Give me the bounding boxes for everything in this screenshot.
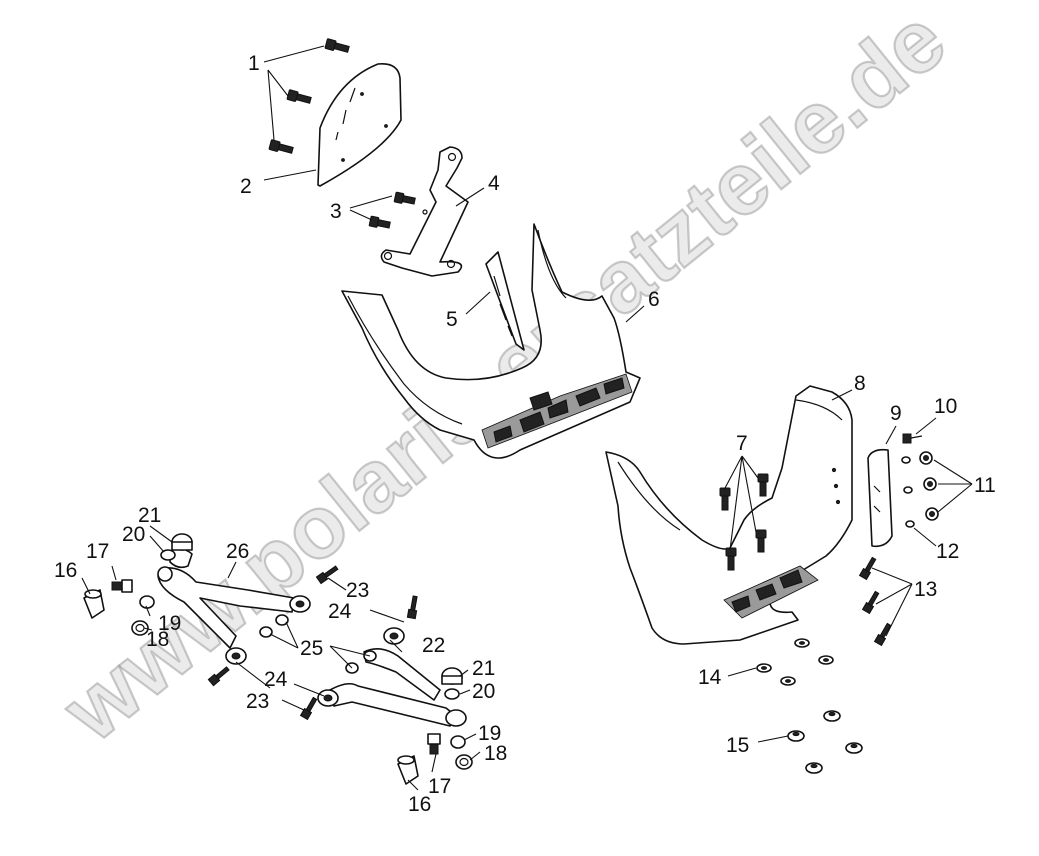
washer-14-c [756,663,772,673]
callout-3: 3 [330,200,342,223]
callout-23-lower: 23 [246,690,269,713]
washer-14-d [780,676,796,686]
callout-12: 12 [936,540,959,563]
callout-22: 22 [422,634,445,657]
bolt-23-low [299,696,318,721]
windshield [317,62,402,187]
callout-10: 10 [934,395,957,418]
callout-24-top: 24 [328,600,352,623]
callout-18-left: 18 [146,628,169,651]
callout-21-left: 21 [138,504,161,527]
callout-8: 8 [854,372,866,395]
side-trim-strip [867,448,893,548]
callout-20-left: 20 [122,523,145,546]
ball-joint-cap-21-left [171,533,193,551]
nut-11-a [919,451,933,465]
screw-13-a [858,556,877,581]
screw-13-b [861,590,880,615]
front-cab-nose [341,223,641,459]
nut-15-a [823,710,841,722]
bolt-3-upper [393,191,416,205]
nut-15-d [805,762,823,774]
callout-19-right: 19 [478,722,501,745]
bushing-25-a [259,626,273,638]
washer-14-b [818,655,834,665]
bolt-7-b [757,473,769,497]
bushing-24-lower-left [225,647,247,665]
ring-18-right [455,754,473,770]
callout-5: 5 [446,308,458,331]
ring-20-right [444,688,460,700]
callout-numbers: 1 2 3 4 5 6 7 8 9 10 11 12 13 14 15 16 1… [54,52,996,816]
callout-13: 13 [914,578,937,601]
bushing-24-right [383,627,405,645]
bolt-7-c [755,529,767,553]
callout-24-lower: 24 [264,668,288,691]
bolt-3-lower [368,215,391,229]
windshield-bracket [380,146,469,277]
bushing-24-upper [289,595,311,613]
bolt-1-low [268,139,294,154]
callout-6: 6 [648,288,660,311]
fitting-17-right [427,733,441,755]
rivet-10 [902,433,923,444]
bolt-23-top [315,565,339,585]
bolt-7-d [725,547,737,571]
bolt-7-a [719,487,731,511]
tread-pattern [481,373,633,449]
callout-20-right: 20 [472,680,495,703]
footwell-tread [723,565,819,619]
callout-17-right: 17 [428,775,451,798]
callout-7: 7 [736,432,748,455]
washer-12-a [901,456,911,464]
callout-4: 4 [488,172,500,195]
a-arm-lower [329,648,467,727]
ring-20-left [160,549,176,561]
bolt-23-left [207,666,230,687]
ball-joint-cap-21-right [441,667,463,685]
callout-16-left: 16 [54,559,77,582]
callout-2: 2 [240,175,252,198]
bolt-23-mid [406,595,418,620]
callout-23-top: 23 [346,579,369,602]
washer-12-b [903,486,913,494]
fitting-17-left [111,579,133,593]
footwell-panel [605,385,853,645]
nut-15-b [787,730,805,742]
screw-13-c [873,622,892,647]
callout-1: 1 [248,52,260,75]
callout-19-left: 19 [158,612,181,635]
nut-11-c [925,507,939,521]
bolt-1-mid [286,89,312,104]
washer-14-a [794,638,810,648]
washer-12-c [905,520,915,528]
callout-26: 26 [226,540,249,563]
callout-25: 25 [300,637,323,660]
callout-9: 9 [890,402,902,425]
cap-16-left [83,589,105,619]
callout-14: 14 [698,666,722,689]
nose-decal [485,251,525,351]
boot-19-left [139,595,155,609]
bushing-24-lower [317,689,339,707]
boot-19-right [450,735,466,749]
callout-21-right: 21 [472,657,495,680]
callout-15: 15 [726,734,749,757]
cap-16-right [397,755,419,785]
nut-15-c [845,742,863,754]
callout-11: 11 [974,474,996,497]
nut-11-b [923,477,937,491]
bolt-1-top [324,38,350,53]
callout-17-left: 17 [86,540,109,563]
callout-18-right: 18 [484,742,507,765]
callout-16-right: 16 [408,793,431,816]
bushing-25-b [275,614,289,626]
leader-lines [81,45,973,791]
